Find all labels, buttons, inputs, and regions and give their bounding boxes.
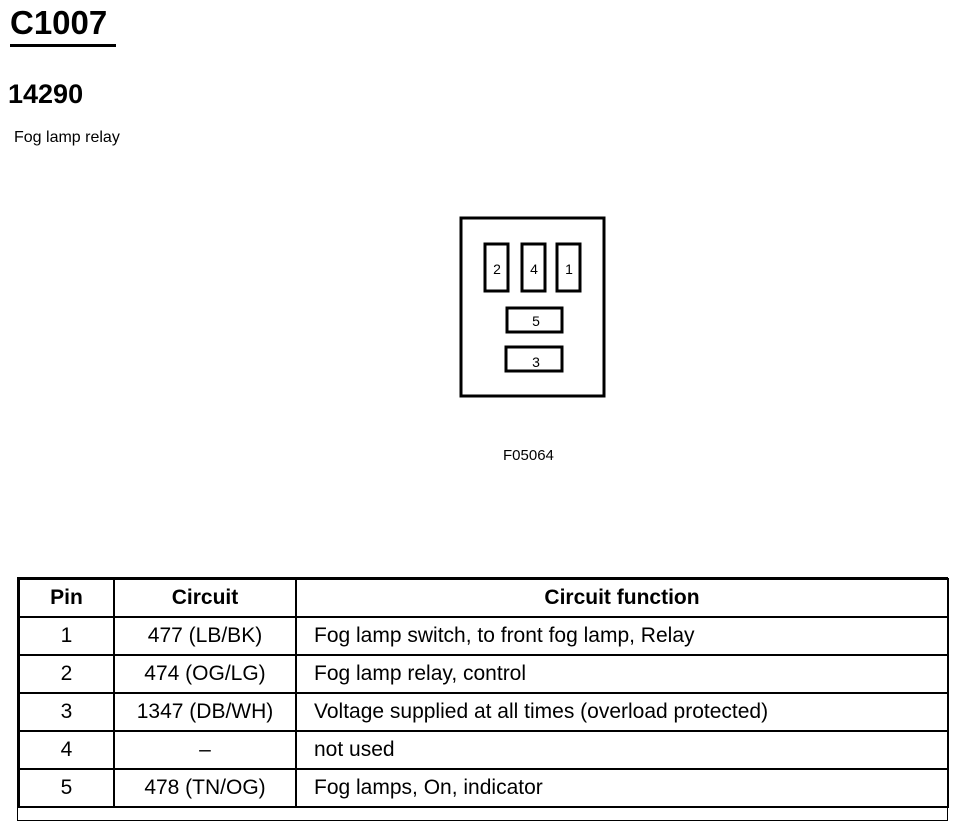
header-circuit-function: Circuit function (295, 578, 949, 618)
pin-5-label: 5 (532, 313, 540, 329)
pin-2-terminal (483, 242, 510, 293)
circuit-cell: – (113, 730, 297, 770)
table-row: 4 – not used (18, 730, 949, 770)
table-row: 3 1347 (DB/WH) Voltage supplied at all t… (18, 692, 949, 732)
pin-cell: 2 (18, 654, 115, 694)
figure-code: F05064 (503, 447, 554, 464)
pin-1-label: 1 (565, 261, 573, 277)
header-circuit: Circuit (113, 578, 297, 618)
part-number: 14290 (8, 79, 84, 109)
connector-id: C1007 (10, 4, 108, 41)
pin-4-label: 4 (530, 261, 538, 277)
pin-2-label: 2 (493, 261, 501, 277)
header-pin: Pin (18, 578, 115, 618)
pin-5-terminal (505, 306, 564, 334)
title-underline (10, 44, 116, 47)
function-cell: not used (295, 730, 949, 770)
function-cell: Voltage supplied at all times (overload … (295, 692, 949, 732)
table-header-row: Pin Circuit Circuit function (18, 578, 949, 618)
circuit-cell: 1347 (DB/WH) (113, 692, 297, 732)
pin-cell: 3 (18, 692, 115, 732)
pin-cell: 4 (18, 730, 115, 770)
circuit-cell: 477 (LB/BK) (113, 616, 297, 656)
component-name: Fog lamp relay (14, 129, 120, 146)
connector-housing (459, 216, 606, 398)
pin-cell: 1 (18, 616, 115, 656)
pinout-table: Pin Circuit Circuit function 1 477 (LB/B… (18, 578, 949, 808)
function-cell: Fog lamp switch, to front fog lamp, Rela… (295, 616, 949, 656)
pin-3-label: 3 (532, 354, 540, 370)
pin-4-terminal (520, 242, 547, 293)
pin-cell: 5 (18, 768, 115, 808)
function-cell: Fog lamp relay, control (295, 654, 949, 694)
table-row: 5 478 (TN/OG) Fog lamps, On, indicator (18, 768, 949, 808)
table-row: 2 474 (OG/LG) Fog lamp relay, control (18, 654, 949, 694)
circuit-cell: 478 (TN/OG) (113, 768, 297, 808)
pin-3-terminal (504, 345, 564, 373)
pin-1-terminal (555, 242, 582, 293)
function-cell: Fog lamps, On, indicator (295, 768, 949, 808)
table-row: 1 477 (LB/BK) Fog lamp switch, to front … (18, 616, 949, 656)
circuit-cell: 474 (OG/LG) (113, 654, 297, 694)
